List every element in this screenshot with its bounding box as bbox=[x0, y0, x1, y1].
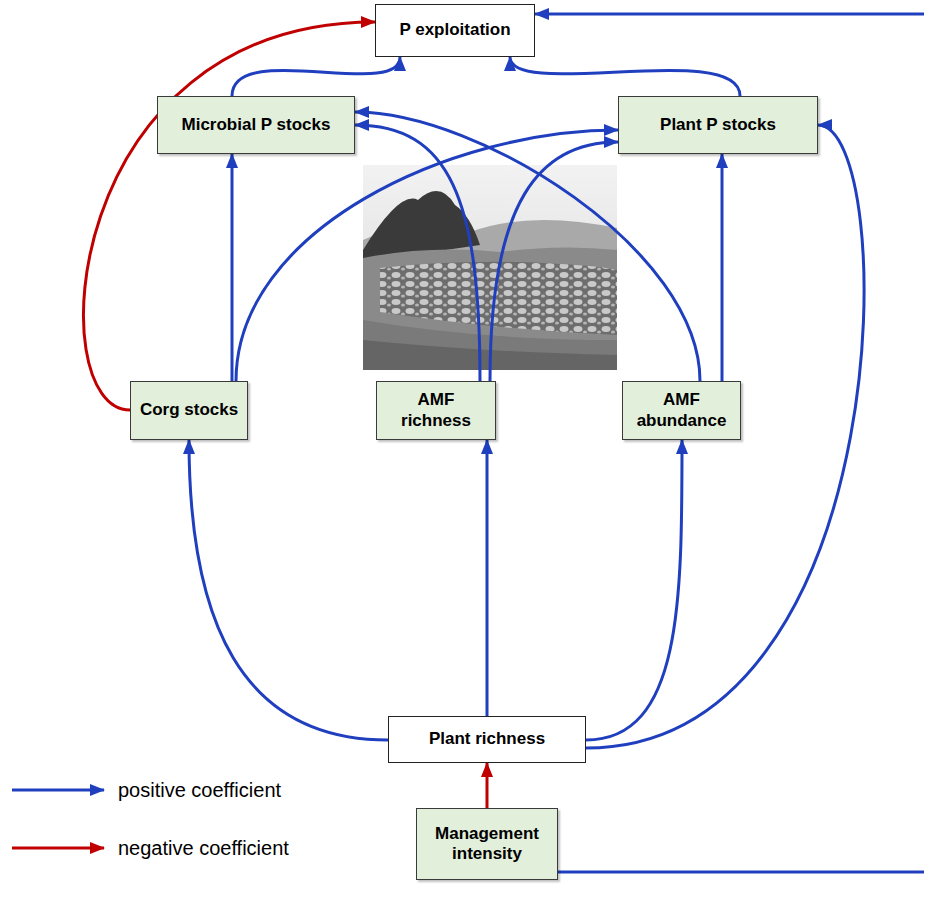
driver-box: Plant richness bbox=[388, 716, 586, 763]
legend-text: positive coefficient bbox=[118, 778, 281, 802]
variable-box: Corg stocks bbox=[130, 381, 248, 440]
path-arrow bbox=[586, 125, 864, 748]
path-arrow bbox=[586, 440, 682, 740]
driver-box: Management intensity bbox=[416, 808, 558, 880]
path-arrow bbox=[232, 57, 400, 96]
node-label: Management intensity bbox=[423, 824, 551, 865]
outcome-box: P exploitation bbox=[375, 4, 535, 57]
legend-positive-sample bbox=[12, 789, 104, 792]
node-label: Plant richness bbox=[429, 729, 545, 749]
node-label: P exploitation bbox=[399, 20, 510, 40]
variable-box: Microbial P stocks bbox=[157, 96, 355, 154]
path-arrow bbox=[490, 142, 618, 381]
path-arrow bbox=[486, 440, 489, 716]
node-label: Plant P stocks bbox=[660, 115, 776, 135]
path-arrow bbox=[486, 763, 489, 808]
variable-box: AMF richness bbox=[376, 381, 496, 440]
path-arrow bbox=[355, 125, 480, 381]
node-label: AMF richness bbox=[383, 390, 489, 431]
legend-negative-sample bbox=[12, 847, 104, 850]
variable-box: AMF abundance bbox=[622, 381, 741, 440]
path-arrow bbox=[189, 440, 388, 740]
variable-box: Plant P stocks bbox=[618, 96, 818, 154]
path-arrow bbox=[721, 154, 724, 381]
node-label: AMF abundance bbox=[629, 390, 734, 431]
path-arrow bbox=[231, 154, 234, 381]
path-arrow bbox=[236, 130, 618, 381]
path-arrow bbox=[535, 14, 924, 872]
legend-text: negative coefficient bbox=[118, 836, 289, 860]
path-arrow bbox=[83, 22, 375, 410]
node-label: Corg stocks bbox=[140, 400, 238, 420]
node-label: Microbial P stocks bbox=[182, 115, 331, 135]
path-arrow bbox=[510, 57, 740, 96]
